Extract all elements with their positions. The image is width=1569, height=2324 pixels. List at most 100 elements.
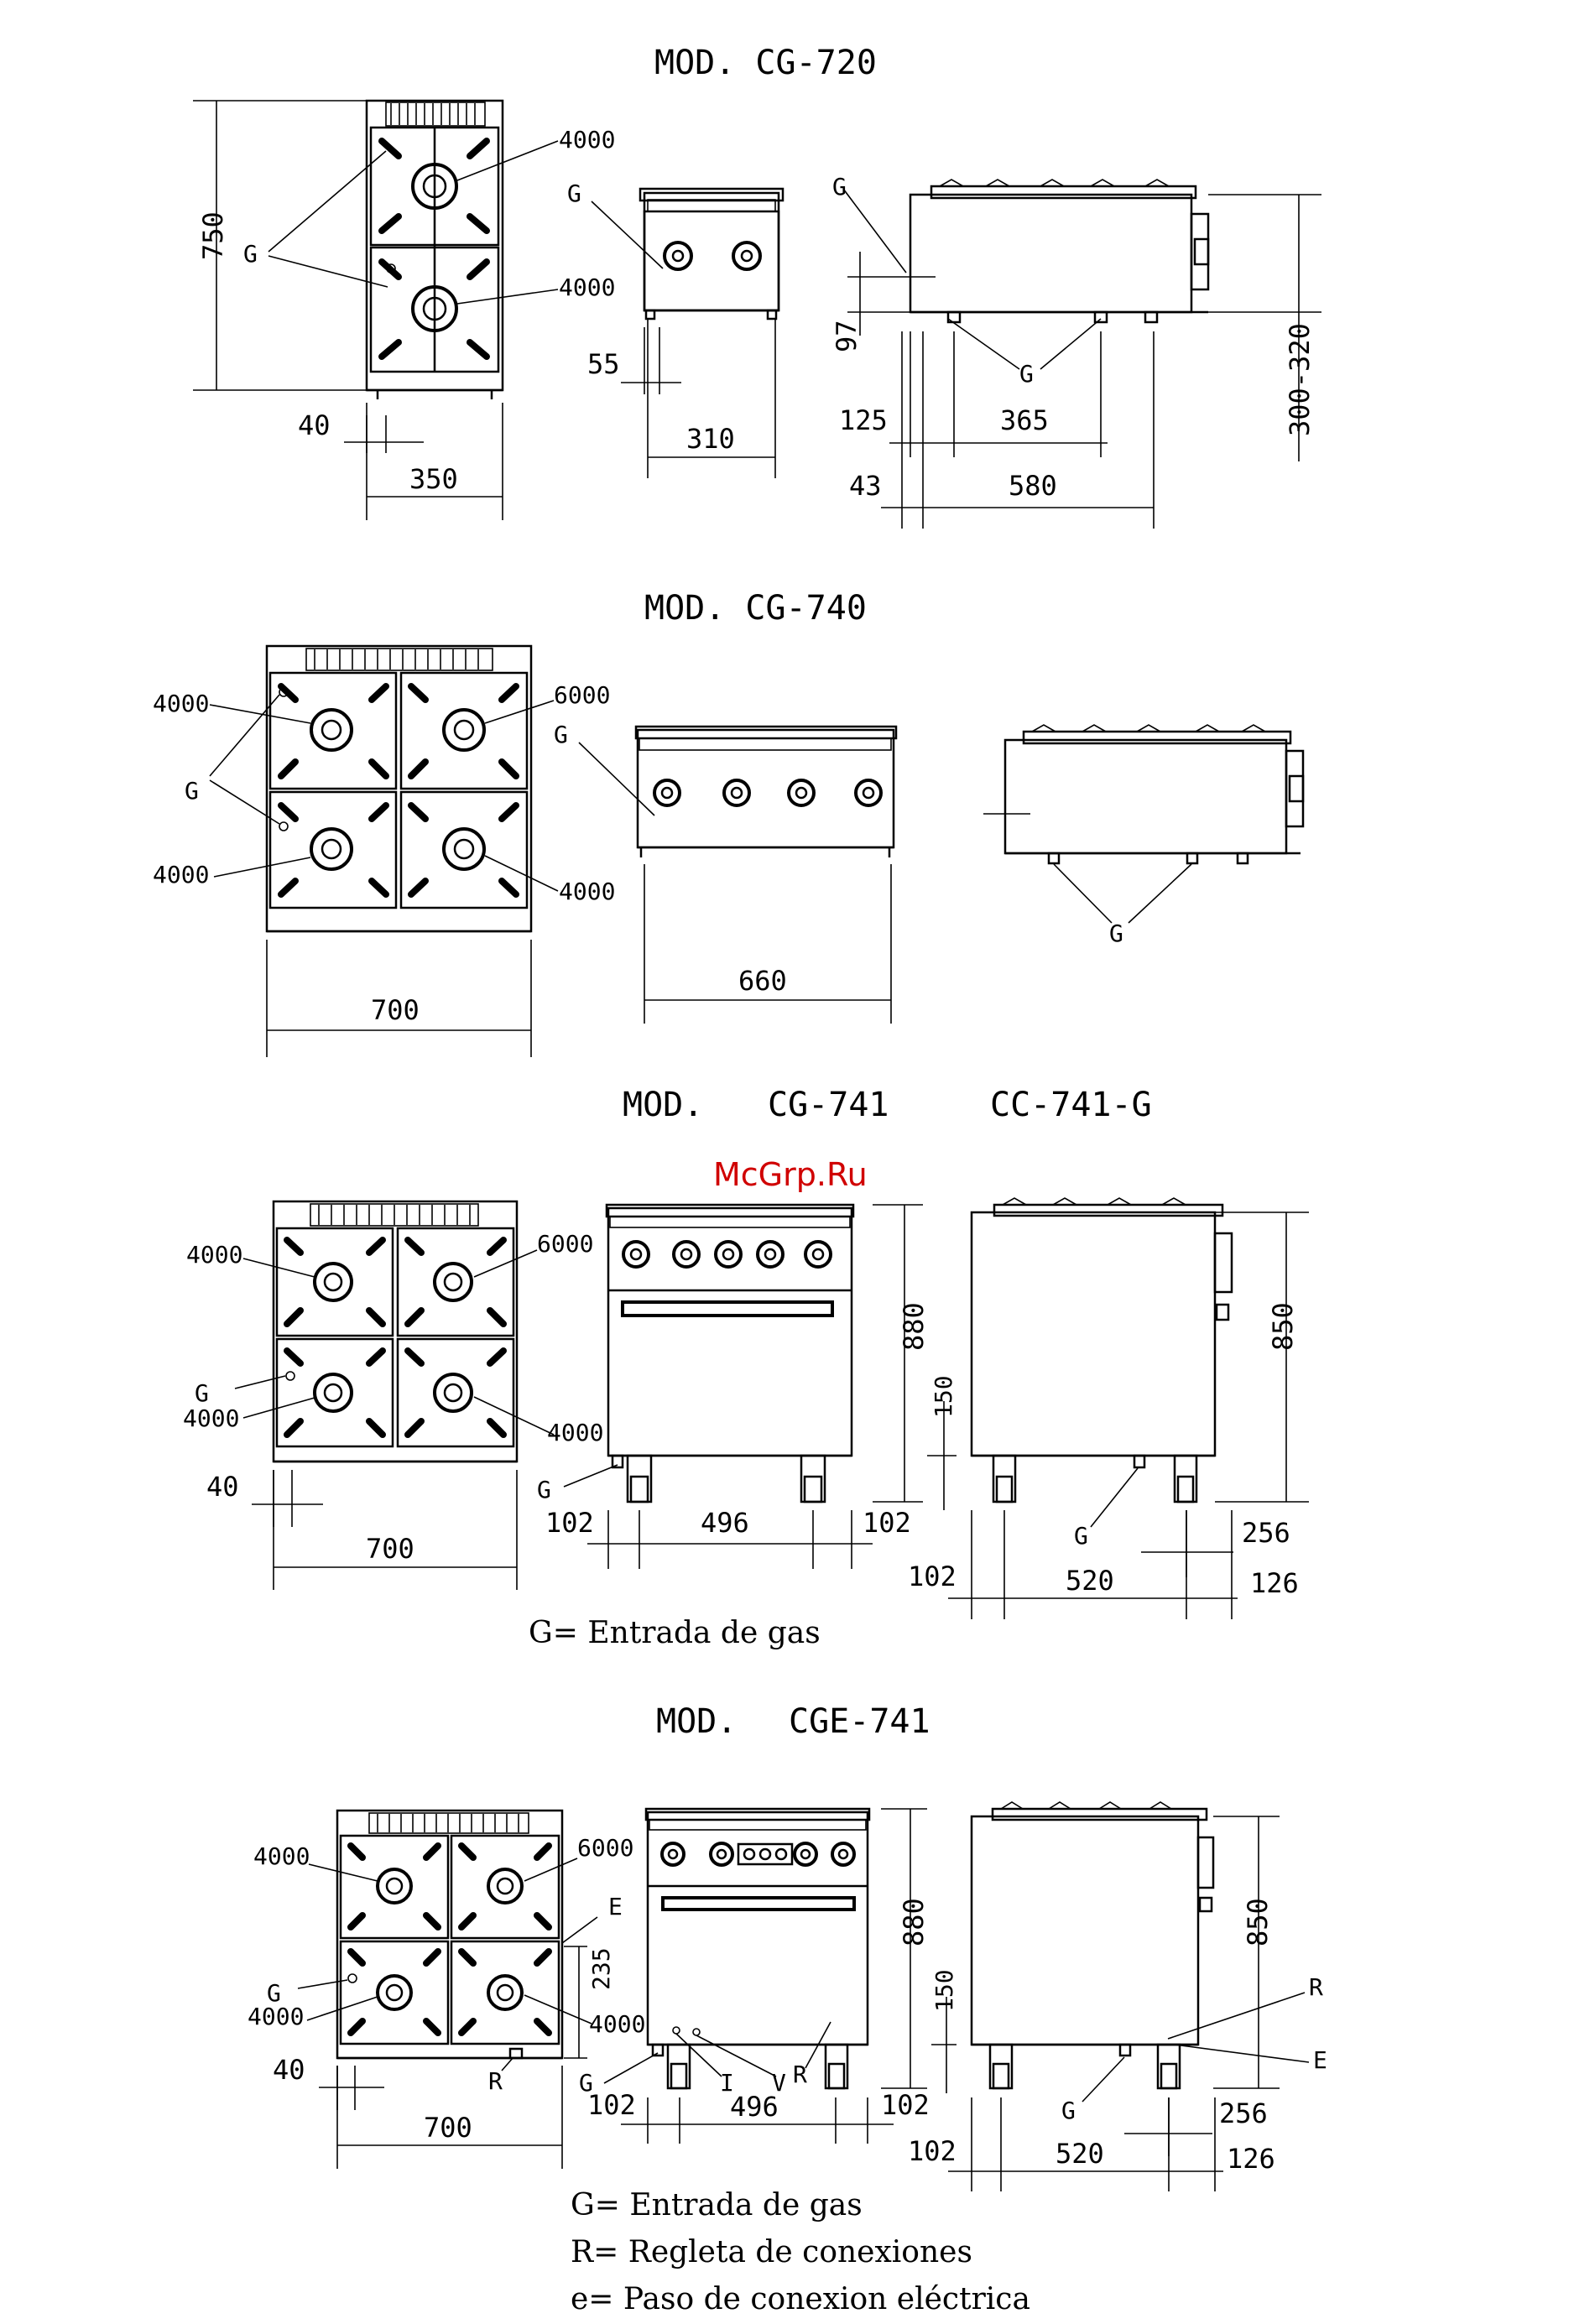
cg741-dim-880: 880 bbox=[898, 1302, 930, 1351]
cg740-front-gas-label: G bbox=[554, 721, 568, 748]
cg740-top-view: 4000 6000 4000 4000 G 700 bbox=[153, 644, 615, 1057]
cg741-front-view: G 102 496 102 880 150 bbox=[537, 1203, 957, 1569]
legend-regleta: R= Regleta de conexiones bbox=[571, 2235, 972, 2269]
cg741-top-view: 4000 6000 4000 4000 G 40 700 bbox=[183, 1200, 603, 1590]
cg720-dim-55: 55 bbox=[587, 348, 620, 380]
cg720-section: MOD. CG-720 bbox=[193, 44, 1321, 529]
cge741-dim-40: 40 bbox=[273, 2054, 305, 2086]
cc741g-side-gas-label: G bbox=[1074, 1522, 1088, 1550]
cg740-title: MOD. CG-740 bbox=[644, 589, 867, 628]
cg741-dim-102-right: 102 bbox=[863, 1507, 911, 1539]
cg740-burner-tl-label: 4000 bbox=[153, 690, 209, 717]
cge741-burner-br-label: 4000 bbox=[589, 2010, 645, 2038]
cg720-side-view: G G 97 125 365 43 580 bbox=[831, 173, 1321, 529]
cge741-burner-tl-label: 4000 bbox=[253, 1842, 310, 1870]
legend-paso: e= Paso de conexion eléctrica bbox=[571, 2282, 1030, 2316]
cc741g-side-view: G 850 256 102 520 126 bbox=[908, 1197, 1309, 1619]
cg720-title: MOD. CG-720 bbox=[654, 44, 877, 82]
cg720-dim-43: 43 bbox=[849, 470, 882, 502]
cge741-burner-tr-label: 6000 bbox=[577, 1834, 633, 1862]
cg740-section: MOD. CG-740 bbox=[153, 589, 1305, 1057]
cg741-dim-150: 150 bbox=[930, 1375, 957, 1418]
cg740-side-gas-label: G bbox=[1109, 920, 1123, 947]
cge741-side-gas-label: G bbox=[1061, 2097, 1076, 2124]
cg740-gas-label: G bbox=[185, 777, 199, 805]
cg740-dim-660: 660 bbox=[738, 965, 787, 997]
cg740-front-view: G 660 bbox=[554, 721, 898, 1024]
cge741-dim-102: 102 bbox=[908, 2135, 957, 2167]
cge741-burner-bl-label: 4000 bbox=[248, 2003, 304, 2030]
cg740-burner-bl-label: 4000 bbox=[153, 861, 209, 888]
cg720-dim-310: 310 bbox=[686, 423, 735, 455]
cge741-dim-235: 235 bbox=[587, 1947, 615, 1990]
cg720-front-gas-label: G bbox=[567, 180, 581, 207]
cg741-burner-tr-label: 6000 bbox=[537, 1230, 593, 1258]
legend-gas: G= Entrada de gas bbox=[571, 2188, 863, 2222]
cge741-front-view: G I V R 102 496 102 880 150 bbox=[579, 1807, 958, 2144]
cg720-side-gas-label: G bbox=[832, 173, 847, 201]
cg741-dim-40: 40 bbox=[206, 1471, 239, 1503]
cc741g-dim-126: 126 bbox=[1250, 1567, 1299, 1599]
cg741-burner-tl-label: 4000 bbox=[186, 1241, 242, 1269]
cg720-dim-300-320: 300-320 bbox=[1284, 323, 1316, 436]
cge741-dim-520: 520 bbox=[1056, 2138, 1104, 2170]
cge741-front-r-label: R bbox=[793, 2061, 807, 2088]
cg720-dim-97: 97 bbox=[831, 320, 863, 352]
cge741-dim-256: 256 bbox=[1219, 2097, 1268, 2129]
cge741-r-label: R bbox=[488, 2067, 503, 2095]
cg740-dim-700: 700 bbox=[371, 994, 420, 1026]
cge741-v-label: V bbox=[772, 2069, 786, 2097]
cg720-dim-580: 580 bbox=[1009, 470, 1057, 502]
cg720-dim-365: 365 bbox=[1000, 404, 1049, 436]
cg720-dim-750: 750 bbox=[197, 211, 229, 260]
cc741g-dim-102: 102 bbox=[908, 1561, 957, 1592]
cge741-mod-label: MOD. bbox=[656, 1702, 737, 1741]
cge741-top-view: 4000 6000 4000 4000 G R E 235 40 700 bbox=[248, 1809, 645, 2169]
cge741-dim-880: 880 bbox=[898, 1898, 930, 1946]
cg720-front-view: G 55 310 bbox=[567, 180, 784, 478]
cg741-section: MOD. CG-741 CC-741-G McGrp.Ru bbox=[183, 1086, 1309, 1650]
cg740-burner-br-label: 4000 bbox=[559, 878, 615, 905]
cc741g-dim-520: 520 bbox=[1066, 1565, 1114, 1597]
cge741-dim-496: 496 bbox=[730, 2091, 779, 2123]
cge741-name: CGE-741 bbox=[789, 1702, 930, 1741]
cc741g-name: CC-741-G bbox=[990, 1086, 1152, 1124]
cg741-dim-700: 700 bbox=[366, 1533, 414, 1565]
cge741-side-r-label: R bbox=[1309, 1973, 1323, 2001]
cge741-side-view: G R E 850 256 102 520 126 bbox=[908, 1801, 1327, 2191]
cg741-burner-bl-label: 4000 bbox=[183, 1404, 239, 1432]
cge741-dim-102-left: 102 bbox=[587, 2089, 636, 2121]
cc741g-dim-850: 850 bbox=[1267, 1302, 1299, 1351]
legend-gas-mid: G= Entrada de gas bbox=[529, 1616, 821, 1650]
cge741-gas-label: G bbox=[267, 1979, 281, 2007]
cge741-e-label: E bbox=[608, 1893, 623, 1920]
cge741-section: MOD. CGE-741 bbox=[248, 1702, 1327, 2316]
cge741-front-gas-label: G bbox=[579, 2069, 593, 2097]
cge741-dim-102-right: 102 bbox=[881, 2089, 930, 2121]
cge741-dim-126: 126 bbox=[1227, 2143, 1275, 2175]
cg741-burner-br-label: 4000 bbox=[547, 1419, 603, 1446]
cg740-burner-tr-label: 6000 bbox=[554, 681, 610, 709]
cg720-dim-40: 40 bbox=[298, 409, 331, 441]
cge741-side-e-label: E bbox=[1313, 2046, 1327, 2074]
cg741-front-gas-label: G bbox=[537, 1476, 551, 1503]
cge741-dim-850: 850 bbox=[1242, 1898, 1274, 1946]
cg720-burner-bottom-label: 4000 bbox=[559, 274, 615, 301]
cg720-dim-125: 125 bbox=[839, 404, 888, 436]
cg741-name: CG-741 bbox=[768, 1086, 889, 1124]
cg720-gas-label: G bbox=[243, 240, 258, 268]
cge741-dim-150: 150 bbox=[930, 1969, 958, 2012]
cg720-burner-top-label: 4000 bbox=[559, 126, 615, 154]
cge741-i-label: I bbox=[720, 2069, 734, 2097]
cge741-dim-700: 700 bbox=[424, 2112, 472, 2144]
cg741-mod-label: MOD. bbox=[623, 1086, 703, 1124]
cg720-dim-350: 350 bbox=[409, 463, 458, 495]
cg720-top-view: 4000 4000 G 750 40 350 bbox=[193, 99, 615, 520]
cc741g-dim-256: 256 bbox=[1242, 1517, 1290, 1549]
cg720-side-gas-label2: G bbox=[1019, 360, 1034, 388]
cg741-dim-102-left: 102 bbox=[545, 1507, 594, 1539]
watermark-text: McGrp.Ru bbox=[713, 1156, 868, 1193]
cg740-side-view: G bbox=[983, 724, 1305, 947]
cg741-gas-label: G bbox=[195, 1379, 209, 1407]
